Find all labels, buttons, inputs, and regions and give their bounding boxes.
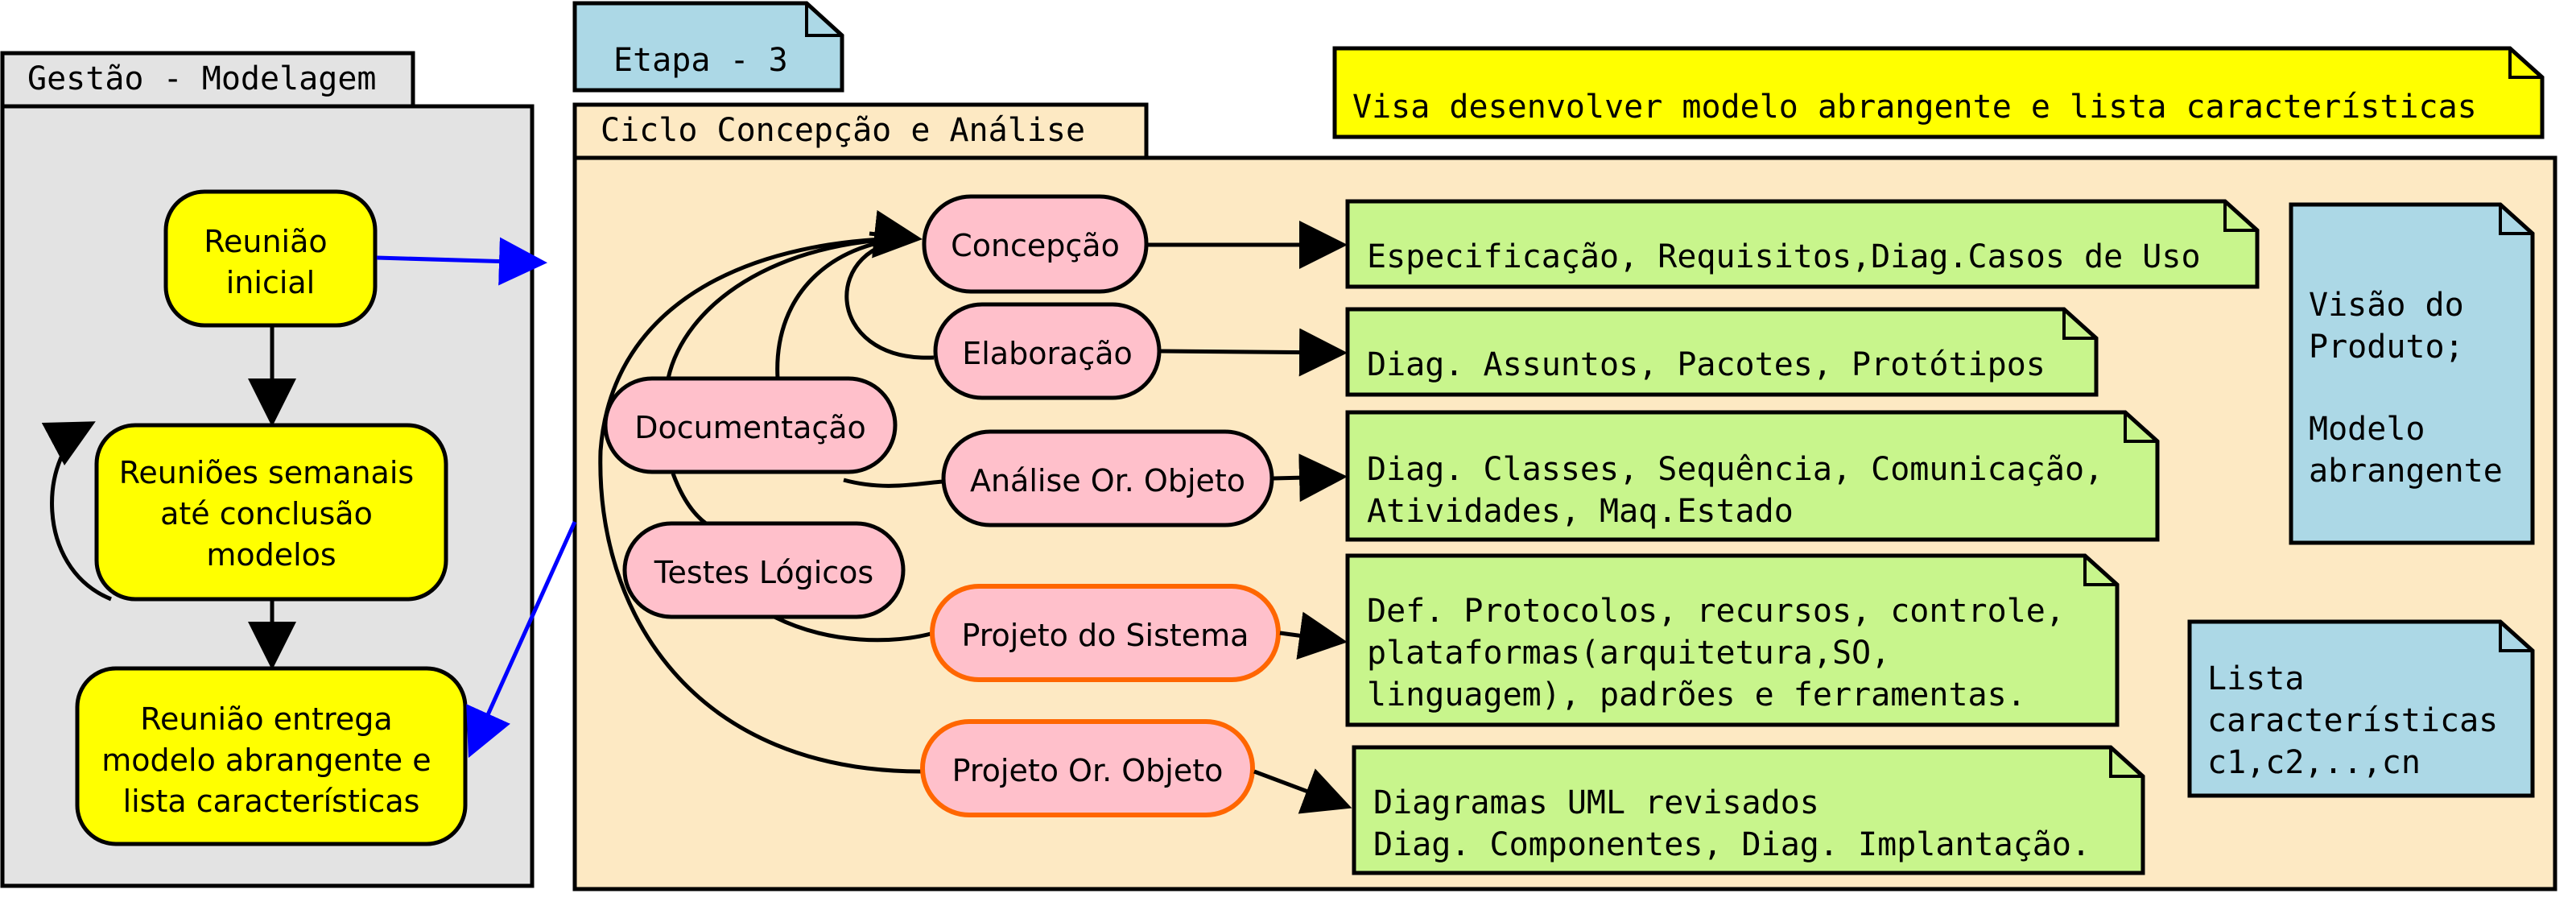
arrow-inicial-to-ciclo [376,237,547,286]
output-analise: Diag. Classes, Sequência, Comunicação, A… [1345,410,2160,542]
output-concepcao-line-1: Especificação, Requisitos,Diag.Casos de … [1367,238,2201,275]
reunioes-semanais-line-2: até conclusão [160,496,373,532]
reuniao-entrega-node: Reunião entrega modelo abrangente e list… [75,666,468,846]
svg-text:Reunião entrega modelo a: Reunião entrega modelo abrangente e list… [101,701,440,819]
node-documentacao-label: Documentação [634,410,866,445]
node-concepcao: Concepção [922,194,1149,294]
node-projeto-sistema: Projeto do Sistema [930,584,1281,682]
reuniao-inicial-node: Reunião inicial [163,189,378,328]
arrow-projeto-objeto-output [1253,768,1352,814]
reunioes-semanais-line-3: modelos [206,537,336,573]
curve-testes-to-projeto [773,614,935,643]
node-testes-label: Testes Lógicos [654,555,873,590]
output-elaboracao: Diag. Assuntos, Pacotes, Protótipos [1345,307,2099,397]
arrow-semanais-loop [41,421,112,602]
gestao-tab-label: Gestão - Modelagem [27,60,376,97]
svg-text:Reuniões semanais até co: Reuniões semanais até conclusão modelos [119,455,424,573]
reuniao-inicial-line-2: inicial [226,265,316,300]
output-projeto-sistema-line-1: Def. Protocolos, recursos, controle, [1367,593,2065,630]
arrow-elaboracao-output [1160,328,1348,377]
output-projeto-sistema-line-2: plataformas(arquitetura,SO, [1367,635,1890,672]
reuniao-entrega-line-3: lista características [123,784,420,819]
svg-text:Visão do Produto;: Visão do Produto; Modelo abrangente [2309,287,2503,490]
objetivo-label: Visa desenvolver modelo abrangente e lis… [1352,89,2477,126]
output-analise-line-1: Diag. Classes, Sequência, Comunicação, [1367,451,2103,488]
svg-text:Reunião inicial: Reunião inicial [204,224,336,300]
node-projeto-sistema-label: Projeto do Sistema [962,618,1249,653]
node-concepcao-label: Concepção [951,228,1120,263]
output-concepcao: Especificação, Requisitos,Diag.Casos de … [1345,199,2260,289]
note-lista-line-1: Lista [2207,660,2304,697]
note-visao-line-4: Modelo [2309,411,2425,448]
curve-doc-to-analise [843,478,944,488]
reunioes-semanais-line-1: Reuniões semanais [119,455,415,490]
output-arrows [1148,221,1352,814]
svg-text:Diag. Classes, Sequência, Comu: Diag. Classes, Sequência, Comunicação, A… [1367,451,2123,530]
arrow-ciclo-to-entrega [466,520,577,759]
note-visao-produto: Visão do Produto; Modelo abrangente [2289,202,2535,545]
arrow-analise-output [1273,453,1348,503]
node-elaboracao-label: Elaboração [962,336,1133,371]
svg-text:Def. Protocolos, recursos, con: Def. Protocolos, recursos, controle, pla… [1367,593,2084,714]
curve-outer-loop [598,236,927,774]
ciclo-tab-label: Ciclo Concepção e Análise [601,112,1085,149]
output-projeto-sistema-line-3: linguagem), padrões e ferramentas. [1367,676,2026,714]
note-lista-line-2: características [2207,702,2498,739]
output-projeto-objeto: Diagramas UML revisados Diag. Componente… [1352,745,2145,875]
arrowhead-to-concepcao [869,209,923,259]
node-testes: Testes Lógicos [622,521,906,619]
output-projeto-sistema: Def. Protocolos, recursos, controle, pla… [1345,553,2120,727]
reuniao-inicial-line-1: Reunião [204,224,327,259]
ciclo-tab [572,102,1149,160]
node-projeto-objeto: Projeto Or. Objeto [920,719,1255,817]
reunioes-semanais-node: Reuniões semanais até conclusão modelos [94,423,448,602]
node-analise-label: Análise Or. Objeto [970,463,1245,498]
node-elaboracao: Elaboração [933,302,1162,400]
note-visao-line-2: Produto; [2309,329,2464,366]
etapa-label: Etapa - 3 [613,42,788,79]
node-projeto-objeto-label: Projeto Or. Objeto [952,753,1224,788]
output-elaboracao-line-1: Diag. Assuntos, Pacotes, Protótipos [1367,346,2046,383]
note-lista-line-3: c1,c2,..,cn [2207,744,2421,781]
curve-doc-to-concepcao-1 [666,236,915,379]
output-projeto-objeto-line-2: Diag. Componentes, Diag. Implantação. [1373,826,2091,863]
etapa-note: Etapa - 3 [572,1,844,93]
note-visao-line-5: abrangente [2309,453,2503,490]
note-visao-line-1: Visão do [2309,287,2464,324]
reuniao-entrega-line-1: Reunião entrega [140,701,392,737]
output-analise-line-2: Atividades, Maq.Estado [1367,493,1794,530]
objetivo-note: Visa desenvolver modelo abrangente e lis… [1332,46,2545,139]
arrow-projeto-sistema-output [1279,611,1348,660]
svg-text:Diagramas UML revisados: Diagramas UML revisados Diag. Componente… [1373,784,2091,863]
node-analise: Análise Or. Objeto [941,429,1274,527]
svg-text:Lista características: Lista características c1,c2,..,cn [2207,660,2517,781]
node-documentacao: Documentação [603,376,898,474]
output-projeto-objeto-line-1: Diagramas UML revisados [1373,784,1819,821]
note-lista-caracteristicas: Lista características c1,c2,..,cn [2187,619,2535,798]
reuniao-entrega-line-2: modelo abrangente e [101,742,431,778]
